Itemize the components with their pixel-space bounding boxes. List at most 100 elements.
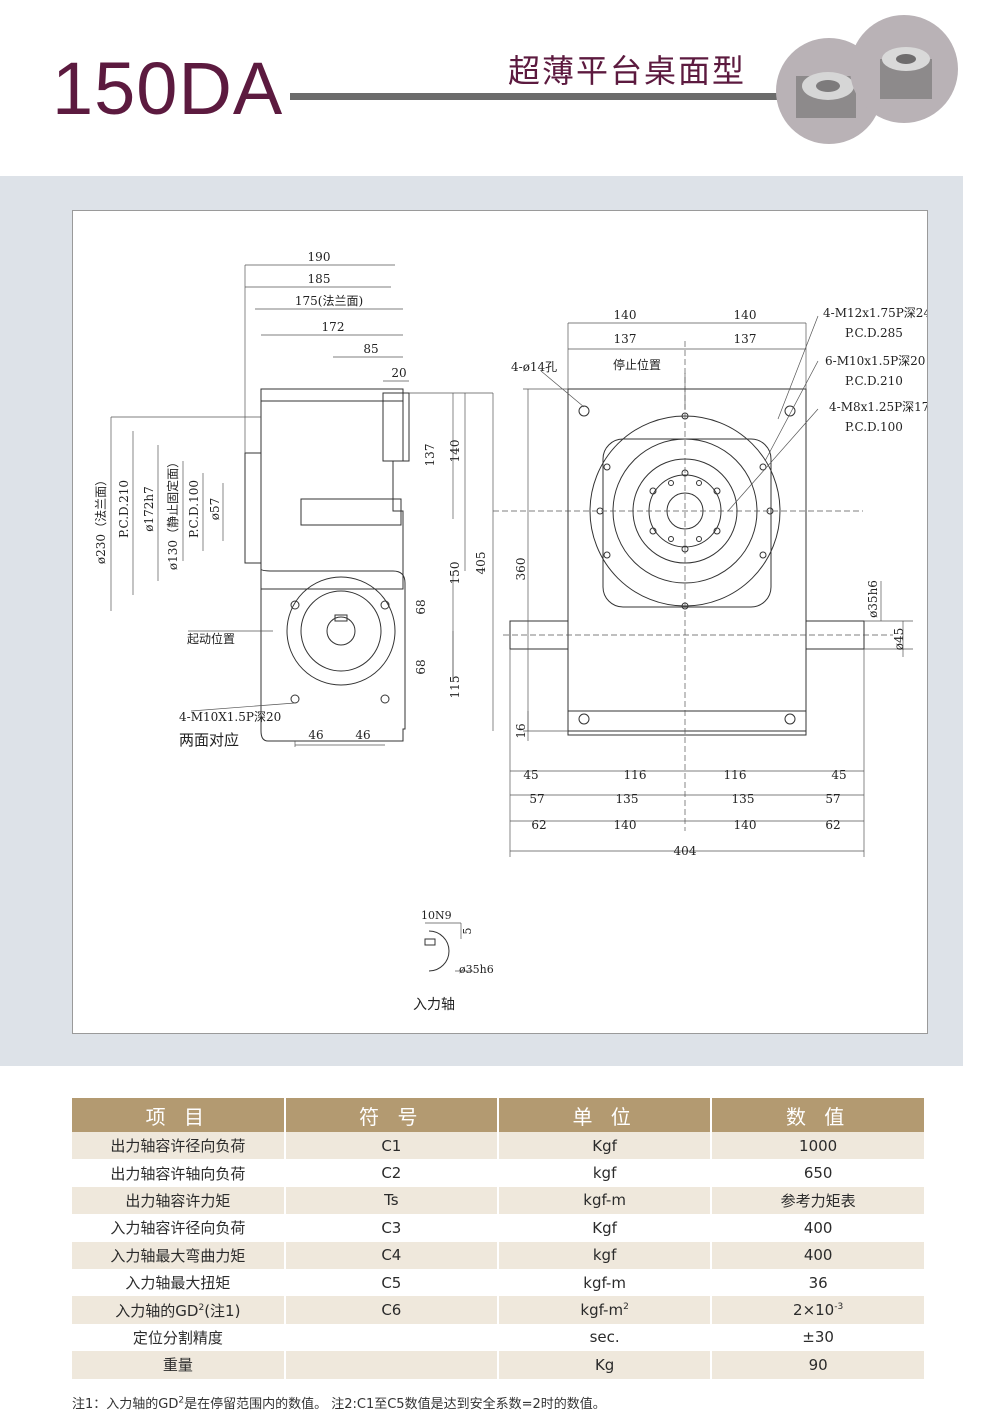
label-both-sides: 两面对应 bbox=[179, 731, 239, 749]
side-view-body bbox=[260, 388, 404, 590]
cell-unit: kgf-m bbox=[497, 1268, 713, 1297]
header-symbol: 符 号 bbox=[284, 1098, 499, 1132]
header-value: 数 值 bbox=[711, 1098, 924, 1132]
dim-68-lower: 68 bbox=[414, 659, 428, 674]
model-number: 150DA bbox=[52, 47, 284, 130]
table-row: 入力轴最大扭矩 C5 kgf-m 36 bbox=[72, 1268, 924, 1297]
table-row: 出力轴容许力矩 Ts kgf-m 参考力矩表 bbox=[72, 1186, 924, 1215]
dim-115: 115 bbox=[448, 676, 462, 699]
dim-20: 20 bbox=[391, 366, 406, 380]
label-input-shaft: 入力轴 bbox=[413, 997, 455, 1013]
label-m12-thread: 4-M12x1.75P深24 bbox=[823, 306, 927, 320]
table-row: 出力轴容许轴向负荷 C2 kgf 650 bbox=[72, 1159, 924, 1187]
dim-45-right: 45 bbox=[831, 768, 846, 782]
dim-230-flange: ø230（法兰面） bbox=[94, 474, 108, 564]
dim-116-left: 116 bbox=[624, 768, 647, 782]
product-photo-2 bbox=[850, 15, 958, 123]
dim-185: 185 bbox=[308, 272, 331, 286]
dim-35h6-front: ø35h6 bbox=[866, 580, 880, 618]
label-key-10n9: 10N9 bbox=[421, 909, 452, 922]
cell-item: 出力轴容许力矩 bbox=[72, 1186, 286, 1215]
cell-symbol bbox=[284, 1323, 499, 1352]
cell-item: 入力轴容许径向负荷 bbox=[72, 1214, 286, 1242]
dim-405: 405 bbox=[474, 552, 488, 575]
dim-150: 150 bbox=[448, 562, 462, 585]
header-item: 项 目 bbox=[72, 1098, 286, 1132]
cell-item: 入力轴最大弯曲力矩 bbox=[72, 1241, 286, 1269]
front-view-table-square bbox=[602, 438, 772, 608]
side-view-flange bbox=[382, 392, 410, 462]
drawing-svg: 190 185 175(法兰面) 172 85 20 137 140 150 4… bbox=[94, 250, 931, 1013]
mount-hole bbox=[578, 405, 590, 417]
cell-value: 1000 bbox=[711, 1132, 924, 1160]
cell-symbol: C6 bbox=[284, 1296, 499, 1324]
dim-175: 175(法兰面) bbox=[295, 294, 363, 308]
table-row: 入力轴的GD2(注1) C6 kgf-m2 2×10-3 bbox=[72, 1296, 924, 1324]
dim-62-left: 62 bbox=[531, 818, 546, 832]
cell-item: 出力轴容许轴向负荷 bbox=[72, 1159, 286, 1187]
dim-46-left: 46 bbox=[308, 728, 323, 742]
cell-value: 400 bbox=[711, 1214, 924, 1242]
dim-68-upper: 68 bbox=[414, 599, 428, 614]
label-shaft-dia: ø35h6 bbox=[459, 963, 494, 976]
cell-symbol: C2 bbox=[284, 1159, 499, 1187]
dim-404-total: 404 bbox=[674, 844, 697, 858]
dim-140-bottom-left: 140 bbox=[614, 818, 637, 832]
cell-unit: Kgf bbox=[497, 1132, 713, 1160]
label-pcd210-front: P.C.D.210 bbox=[845, 374, 903, 388]
side-view-input-shaft bbox=[326, 616, 356, 646]
cell-symbol bbox=[284, 1351, 499, 1379]
cell-symbol: Ts bbox=[284, 1186, 499, 1215]
side-view-output-shaft bbox=[244, 452, 262, 564]
cell-value: 400 bbox=[711, 1241, 924, 1269]
cell-value: 2×10-3 bbox=[711, 1296, 924, 1324]
dim-360: 360 bbox=[514, 558, 528, 581]
side-view-lower-housing bbox=[260, 568, 406, 742]
cell-unit: Kg bbox=[497, 1351, 713, 1379]
dim-pcd210: P.C.D.210 bbox=[117, 480, 131, 538]
label-key-depth: 5 bbox=[461, 928, 474, 935]
dim-45-shaft: ø45 bbox=[892, 628, 906, 651]
header-unit: 单 位 bbox=[497, 1098, 713, 1132]
label-m10-thread: 6-M10x1.5P深20 bbox=[825, 354, 925, 368]
cell-item: 出力轴容许径向负荷 bbox=[72, 1132, 286, 1160]
cell-item: 重量 bbox=[72, 1351, 286, 1379]
cell-unit: kgf bbox=[497, 1159, 713, 1187]
cell-unit: kgf-m2 bbox=[497, 1296, 713, 1324]
label-stop-position: 停止位置 bbox=[613, 357, 661, 372]
dim-62-right: 62 bbox=[825, 818, 840, 832]
dim-137-top-right: 137 bbox=[734, 332, 757, 346]
dim-135-left: 135 bbox=[616, 792, 639, 806]
table-row: 定位分割精度 sec. ±30 bbox=[72, 1323, 924, 1352]
cell-symbol: C1 bbox=[284, 1132, 499, 1160]
header-rule bbox=[290, 93, 780, 100]
dim-137: 137 bbox=[423, 444, 437, 467]
table-row: 入力轴容许径向负荷 C3 Kgf 400 bbox=[72, 1214, 924, 1242]
label-pcd100-front: P.C.D.100 bbox=[845, 420, 903, 434]
cell-value: 650 bbox=[711, 1159, 924, 1187]
dim-140: 140 bbox=[448, 440, 462, 463]
dim-135-right: 135 bbox=[732, 792, 755, 806]
cell-item: 入力轴的GD2(注1) bbox=[72, 1296, 286, 1324]
dim-172h7: ø172h7 bbox=[142, 486, 156, 532]
dim-45-left: 45 bbox=[523, 768, 538, 782]
dim-190: 190 bbox=[308, 250, 331, 264]
dim-137-top-left: 137 bbox=[614, 332, 637, 346]
cell-symbol: C3 bbox=[284, 1214, 499, 1242]
cell-value: 90 bbox=[711, 1351, 924, 1379]
cell-item: 定位分割精度 bbox=[72, 1323, 286, 1352]
footnote: 注1：入力轴的GD2是在停留范围内的数值。 注2:C1至C5数值是达到安全系数=… bbox=[72, 1395, 606, 1412]
cell-unit: kgf bbox=[497, 1241, 713, 1269]
spec-table: 项 目 符 号 单 位 数 值 出力轴容许径向负荷 C1 Kgf 1000 出力… bbox=[72, 1098, 924, 1379]
dim-140-bottom-right: 140 bbox=[734, 818, 757, 832]
dim-16: 16 bbox=[514, 723, 528, 738]
side-view-input-ring bbox=[286, 576, 396, 686]
cell-symbol: C4 bbox=[284, 1241, 499, 1269]
cell-value: 36 bbox=[711, 1268, 924, 1297]
table-row: 出力轴容许径向负荷 C1 Kgf 1000 bbox=[72, 1132, 924, 1160]
cell-symbol: C5 bbox=[284, 1268, 499, 1297]
dim-57: ø57 bbox=[208, 498, 222, 521]
dim-57-left: 57 bbox=[529, 792, 544, 806]
dim-172: 172 bbox=[322, 320, 345, 334]
dim-57-right: 57 bbox=[825, 792, 840, 806]
